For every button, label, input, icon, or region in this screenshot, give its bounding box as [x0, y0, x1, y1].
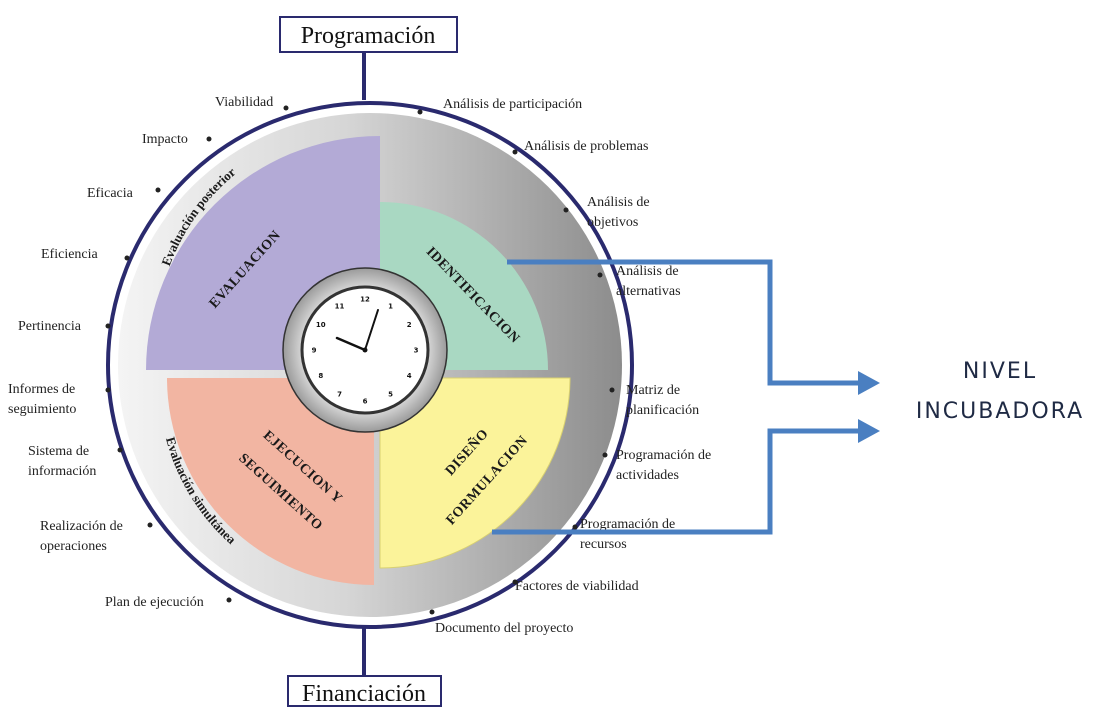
clock-numeral: 9 [312, 347, 317, 355]
clock-numeral: 5 [388, 391, 393, 399]
clock-hour-hand [335, 336, 367, 352]
label-prog-recursos-line2: recursos [580, 537, 627, 552]
clock-numeral: 3 [414, 347, 419, 355]
label-realizacion-line1: Realización de [40, 519, 123, 534]
label-realizacion-line2: operaciones [40, 539, 107, 554]
ejecucion-quadrant [167, 378, 374, 585]
arrowhead-lower [858, 419, 880, 443]
label-informes-line2: seguimiento [8, 402, 76, 417]
programacion-box [279, 16, 458, 53]
label-sistema-line2: información [28, 464, 96, 479]
clock-numeral: 8 [318, 372, 323, 380]
label-viabilidad: Viabilidad [215, 95, 273, 110]
programacion-label: Programación [301, 23, 436, 49]
clock-numeral: 7 [337, 391, 342, 399]
arrow-diseno-to-nivel [492, 428, 862, 535]
nivel-line2: INCUBADORA [916, 399, 1084, 424]
label-prog-actividades-line2: actividades [616, 468, 679, 483]
clock-numeral: 12 [360, 296, 370, 304]
clock-numeral: 11 [335, 302, 345, 310]
clock-numeral: 4 [407, 372, 412, 380]
rim-dots [105, 105, 615, 615]
financiacion-box [287, 675, 442, 707]
arrowhead-upper [858, 371, 880, 395]
clock-center [362, 347, 368, 353]
label-sistema-line1: Sistema de [28, 444, 89, 459]
arrow-identificacion-to-nivel [507, 259, 862, 386]
clock-numeral: 1 [388, 302, 393, 310]
label-impacto: Impacto [142, 132, 188, 147]
label-matriz-line2: planificación [626, 403, 699, 418]
label-factores-viabilidad: Factores de viabilidad [515, 579, 639, 594]
label-analisis-alternativas-line2: alternativas [616, 284, 681, 299]
label-prog-actividades-line1: Programación de [616, 448, 711, 463]
label-informes-line1: Informes de [8, 382, 75, 397]
label-matriz-line1: Matriz de [626, 383, 680, 398]
label-analisis-objetivos-line1: Análisis de [587, 195, 650, 210]
label-analisis-participacion: Análisis de participación [443, 97, 582, 112]
label-analisis-objetivos-line2: objetivos [587, 215, 638, 230]
clock-numeral: 2 [407, 321, 412, 329]
label-documento-proyecto: Documento del proyecto [435, 621, 573, 636]
clock-numeral: 6 [363, 398, 368, 406]
label-prog-recursos-line1: Programación de [580, 517, 675, 532]
label-pertinencia: Pertinencia [18, 319, 82, 334]
label-eficiencia: Eficiencia [41, 247, 99, 262]
label-analisis-problemas: Análisis de problemas [524, 139, 648, 154]
label-plan-ejecucion: Plan de ejecución [105, 595, 204, 610]
label-analisis-alternativas-line1: Análisis de [616, 264, 679, 279]
diseno-quadrant [379, 377, 571, 569]
label-eficacia: Eficacia [87, 186, 134, 201]
clock-numeral: 10 [316, 321, 326, 329]
nivel-line1: NIVEL [963, 359, 1037, 384]
clock-minute-hand [364, 309, 379, 351]
financiacion-label: Financiación [302, 681, 426, 707]
